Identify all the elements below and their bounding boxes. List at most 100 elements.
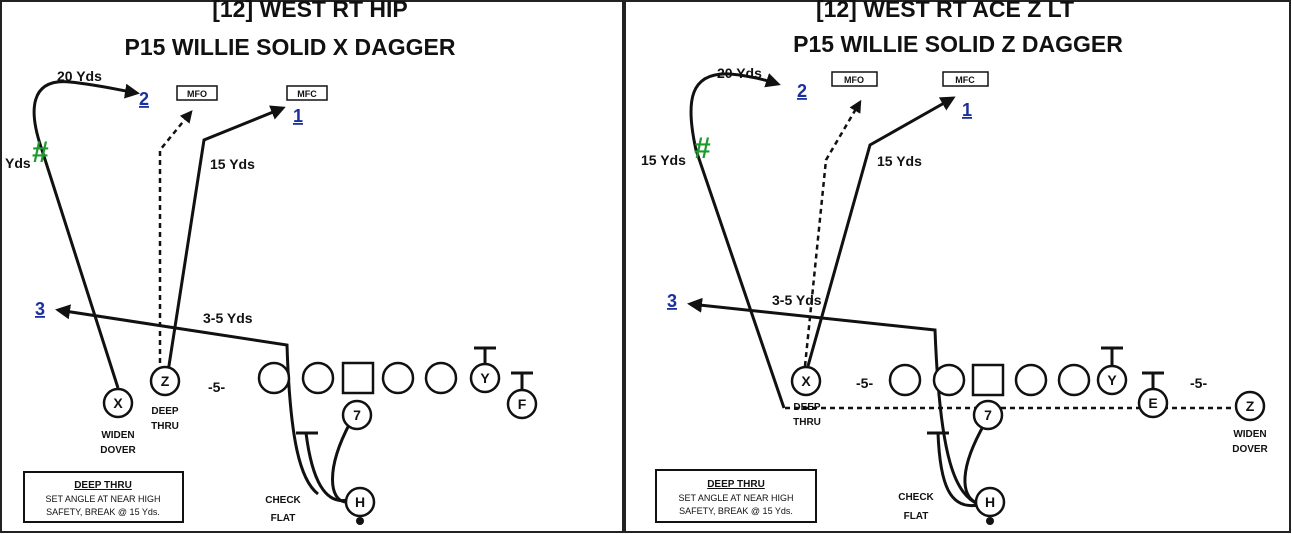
right-h-note1: CHECK [898,492,934,503]
left-read-1: 1 [293,106,303,126]
left-h [344,486,376,518]
right-read-2: 2 [797,81,807,101]
left-label-20yds: 20 Yds [57,68,102,84]
right-y [1096,364,1128,396]
right-post-route [806,96,956,367]
left-drag-route [55,304,319,496]
left-x [102,387,134,419]
left-read-2: 2 [139,89,149,109]
left-x-note1: WIDEN [101,430,134,441]
right-y-label: Y [1107,372,1117,388]
left-z [149,365,181,397]
right-h [974,486,1006,518]
right-x-route [803,99,862,367]
left-note-line2: SAFETY, BREAK @ 15 Yds. [46,507,160,517]
left-f-label: F [518,396,527,412]
right-qb-label: 7 [984,407,992,423]
right-label-15yds: 15 Yds [877,153,922,169]
left-note-title: DEEP THRU [74,480,132,491]
right-ol-4 [1014,363,1048,397]
right-wheel-route [689,72,786,409]
left-label-yds: Yds [5,155,31,171]
right-label-15yds-left: 15 Yds [641,152,686,168]
left-f [506,388,538,420]
left-title-line1: [12] WEST RT HIP [212,0,408,22]
right-ol-1 [888,363,922,397]
left-label-15yds: 15 Yds [210,156,255,172]
right-check-flat-route [936,432,979,508]
left-center [341,361,375,395]
right-z-note1: WIDEN [1233,429,1266,440]
right-title-line1: [12] WEST RT ACE Z LT [816,0,1074,22]
left-note-box [23,471,184,523]
right-panel-border [624,0,1291,533]
right-e [1137,387,1169,419]
left-h-label: H [355,494,365,510]
right-mfc-label: MFC [955,75,975,85]
right-ol-5 [1057,363,1091,397]
right-center [971,363,1005,397]
right-mfo-box [831,71,878,87]
left-mfo-box [176,85,218,101]
left-panel-border [0,0,624,533]
right-note-box [655,469,817,523]
left-mfo-label: MFO [187,89,207,99]
right-mfo-label: MFO [844,75,864,85]
right-hash-icon: # [694,132,711,165]
right-label-minus5-left: -5- [856,375,873,391]
left-x-route [32,80,140,389]
right-x-note2: THRU [793,417,821,428]
right-label-3to5: 3-5 Yds [772,292,822,308]
left-y-label: Y [480,370,490,386]
right-label-minus5-right: -5- [1190,375,1207,391]
left-y [469,362,501,394]
right-h-label: H [985,494,995,510]
right-note-line2: SAFETY, BREAK @ 15 Yds. [679,506,793,516]
right-panel: [12] WEST RT ACE Z LT P15 WILLIE SOLID Z… [641,0,1269,525]
left-label-minus5: -5- [208,379,225,395]
left-hash-icon: # [32,136,49,169]
right-ol-2 [932,363,966,397]
right-e-label: E [1148,395,1157,411]
left-z-label: Z [161,373,170,389]
right-note-line1: SET ANGLE AT NEAR HIGH [678,493,793,503]
left-title-line2: P15 WILLIE SOLID X DAGGER [125,34,456,60]
left-label-3to5: 3-5 Yds [203,310,253,326]
left-ol-1 [257,361,291,395]
left-ol-2 [301,361,335,395]
left-h-note2: FLAT [271,513,296,524]
right-qb [972,399,1004,431]
right-z [1234,390,1266,422]
left-z-note1: DEEP [151,406,179,417]
left-x-label: X [113,395,123,411]
left-ol-5 [424,361,458,395]
right-h-dot [986,517,994,525]
right-z-note2: DOVER [1232,444,1268,455]
left-h-route [331,422,352,504]
left-read-3: 3 [35,299,45,319]
right-title-line2: P15 WILLIE SOLID Z DAGGER [793,31,1123,57]
right-mfc-box [942,71,989,87]
right-h-route [963,422,987,504]
right-read-1: 1 [962,100,972,120]
left-panel: [12] WEST RT HIP P15 WILLIE SOLID X DAGG… [5,0,538,525]
left-mfc-label: MFC [297,89,317,99]
left-z-route [158,110,193,372]
left-z-note2: THRU [151,421,179,432]
right-note-title: DEEP THRU [707,479,765,490]
left-ol-4 [381,361,415,395]
right-z-label: Z [1246,398,1255,414]
left-x-note2: DOVER [100,445,136,456]
left-qb-label: 7 [353,407,361,423]
right-label-20yds: 20 Yds [717,65,762,81]
left-qb [341,399,373,431]
left-post-route [166,105,286,373]
right-x-note1: DEEP [793,402,821,413]
left-mfc-box [286,85,328,101]
right-read-3: 3 [667,291,677,311]
right-x [790,365,822,397]
right-h-note2: FLAT [904,511,929,522]
left-note-line1: SET ANGLE AT NEAR HIGH [45,494,160,504]
left-h-dot [356,517,364,525]
